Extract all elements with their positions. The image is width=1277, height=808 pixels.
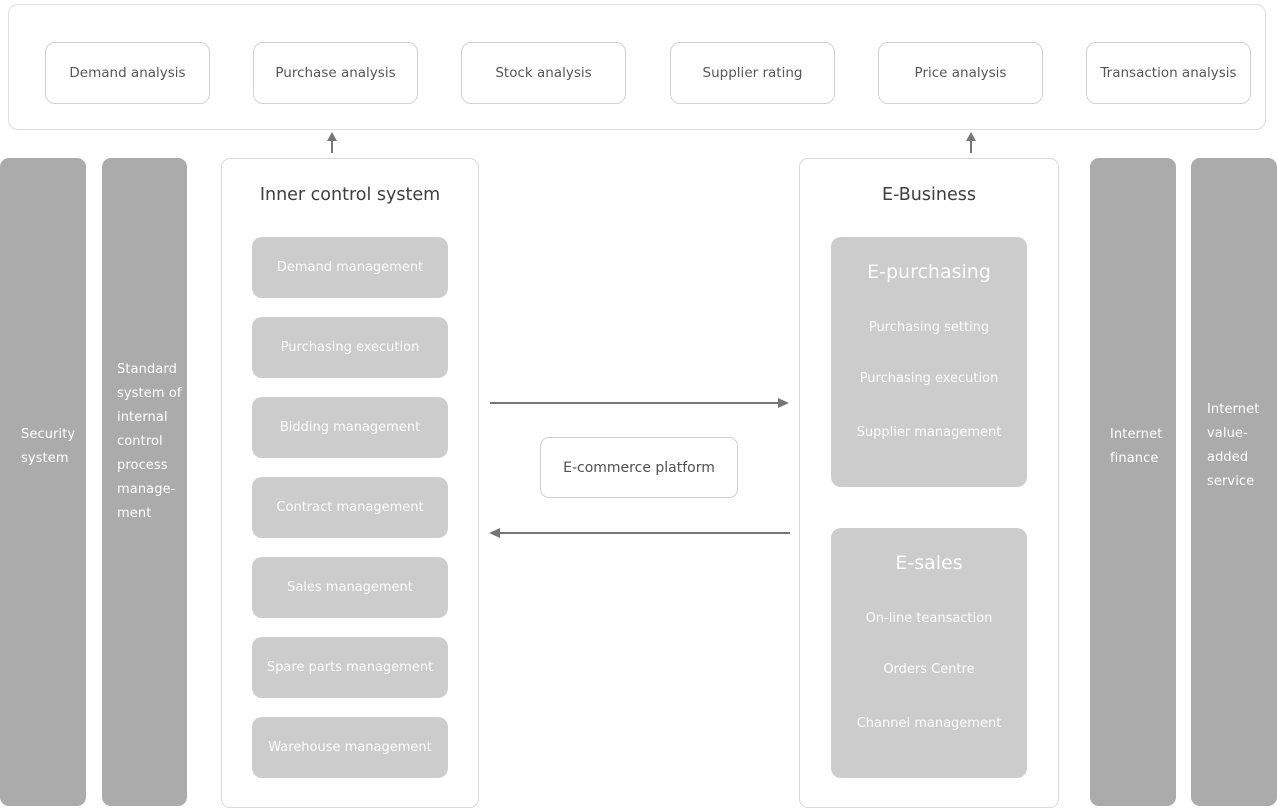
e-commerce-platform-box: E-commerce platform [540, 437, 738, 498]
inner-control-item-contract-management: Contract management [252, 477, 448, 538]
group-e-sales: E-sales On-line teansaction Orders Centr… [831, 528, 1027, 778]
panel-inner-control-system: Inner control system Demand management P… [221, 158, 479, 808]
bar-internet-value-added-service-label: Internet value- added service [1207, 402, 1260, 489]
bar-internet-value-added-service: Internet value- added service [1191, 158, 1277, 806]
inner-control-item-bidding-management: Bidding management [252, 397, 448, 458]
inner-control-item-warehouse-management: Warehouse management [252, 717, 448, 778]
e-purchasing-item-purchasing-setting: Purchasing setting [868, 320, 990, 335]
top-box-purchase-analysis: Purchase analysis [253, 42, 418, 104]
e-sales-item-channel-management: Channel management [856, 716, 1002, 731]
panel-e-business: E-Business E-purchasing Purchasing setti… [799, 158, 1059, 808]
e-sales-item-online-transaction: On-line teansaction [865, 611, 993, 626]
top-box-transaction-analysis: Transaction analysis [1086, 42, 1251, 104]
bar-standard-system: Standard system of internal control proc… [102, 158, 187, 806]
top-box-demand-analysis: Demand analysis [45, 42, 210, 104]
analysis-strip-panel: Demand analysis Purchase analysis Stock … [8, 4, 1266, 130]
e-business-title: E-Business [882, 185, 976, 205]
top-box-price-analysis: Price analysis [878, 42, 1043, 104]
e-sales-title: E-sales [895, 552, 963, 574]
bar-security-system-label: Security system [21, 427, 76, 466]
bar-internet-finance-label: Internet finance [1110, 427, 1163, 466]
inner-control-item-demand-management: Demand management [252, 237, 448, 298]
e-purchasing-title: E-purchasing [867, 261, 991, 283]
top-box-stock-analysis: Stock analysis [461, 42, 626, 104]
e-purchasing-item-supplier-management: Supplier management [856, 425, 1002, 440]
inner-control-item-sales-management: Sales management [252, 557, 448, 618]
inner-control-system-title: Inner control system [259, 185, 441, 205]
bar-internet-finance: Internet finance [1090, 158, 1176, 806]
e-purchasing-item-purchasing-execution: Purchasing execution [859, 371, 999, 386]
inner-control-item-spare-parts-management: Spare parts management [252, 637, 448, 698]
e-sales-item-orders-centre: Orders Centre [883, 662, 975, 677]
bar-standard-system-label: Standard system of internal control proc… [117, 362, 182, 521]
bar-security-system: Security system [0, 158, 86, 806]
top-box-supplier-rating: Supplier rating [670, 42, 835, 104]
group-e-purchasing: E-purchasing Purchasing setting Purchasi… [831, 237, 1027, 487]
inner-control-item-purchasing-execution: Purchasing execution [252, 317, 448, 378]
